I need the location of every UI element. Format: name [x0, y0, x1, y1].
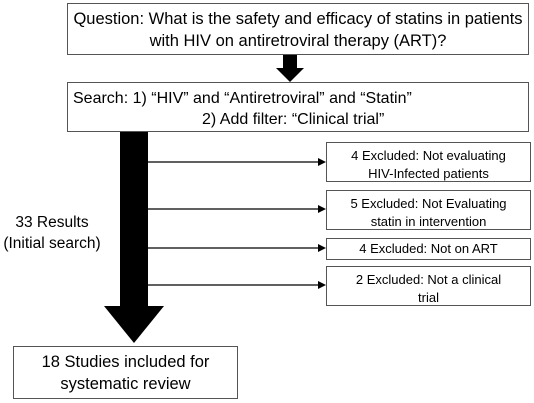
final-studies-box: 18 Studies included for systematic revie…: [13, 346, 238, 399]
exclusion-line-2: HIV-Infected patients: [368, 166, 489, 181]
exclusion-box-not-on-art: 4 Excluded: Not on ART: [326, 238, 531, 260]
exclusion-line-1: 4 Excluded: Not evaluating: [351, 148, 506, 163]
arrow-search-to-final: [104, 132, 164, 343]
exclusion-line-1: 5 Excluded: Not Evaluating: [350, 196, 507, 211]
final-line-2: systematic review: [60, 375, 191, 393]
arrow-exclusion-4: [148, 281, 326, 289]
exclusion-box-not-hiv-infected: 4 Excluded: Not evaluating HIV-Infected …: [326, 142, 531, 182]
exclusion-box-not-statin: 5 Excluded: Not Evaluating statin in int…: [326, 190, 531, 230]
final-line-1: 18 Studies included for: [41, 353, 210, 371]
search-line-1: Search: 1) “HIV” and “Antiretroviral” an…: [73, 90, 412, 107]
exclusion-line-2: trial: [418, 290, 439, 305]
question-box: Question: What is the safety and efficac…: [67, 3, 529, 55]
exclusion-line-1: 4 Excluded: Not on ART: [359, 241, 498, 256]
results-count: 33 Results: [15, 214, 89, 231]
arrow-exclusion-3: [148, 244, 326, 252]
question-line-2: with HIV on antiretroviral therapy (ART)…: [149, 32, 447, 50]
results-note: (Initial search): [3, 235, 101, 252]
search-box: Search: 1) “HIV” and “Antiretroviral” an…: [67, 82, 529, 132]
search-line-2: 2) Add filter: “Clinical trial”: [202, 111, 385, 128]
arrow-question-to-search: [276, 55, 304, 82]
arrow-exclusion-2: [148, 205, 326, 213]
results-label: 33 Results (Initial search): [2, 212, 102, 254]
exclusion-box-not-clinical-trial: 2 Excluded: Not a clinical trial: [326, 266, 531, 306]
question-line-1: Question: What is the safety and efficac…: [73, 10, 523, 28]
exclusion-line-1: 2 Excluded: Not a clinical: [355, 272, 502, 287]
arrow-exclusion-1: [148, 158, 326, 166]
exclusion-line-2: statin in intervention: [370, 214, 487, 229]
